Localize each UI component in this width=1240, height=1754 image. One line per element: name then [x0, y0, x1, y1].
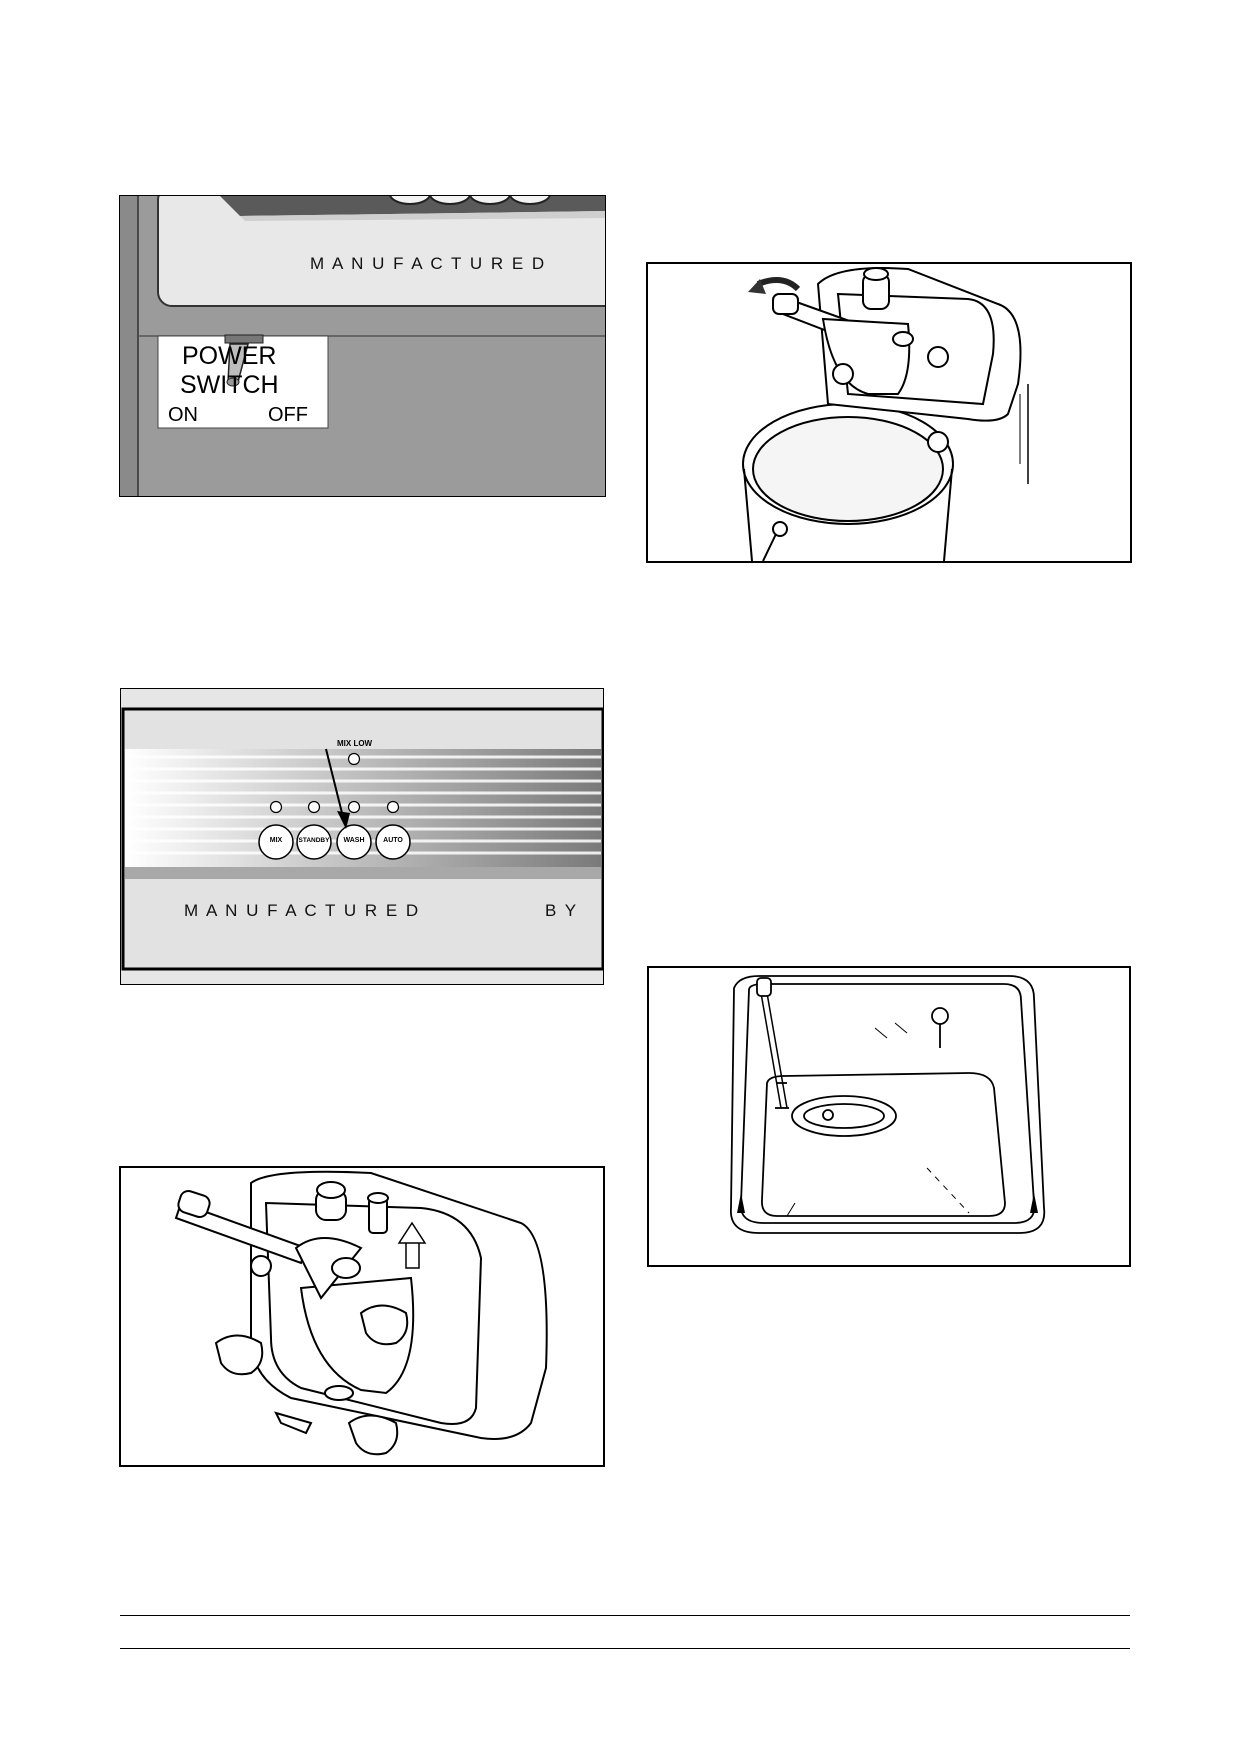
valve-rotate-illustration [742, 267, 1029, 561]
figure-control-panel: MIX LOW MIX STANDBY WASH AUTO M A N U F … [120, 688, 604, 985]
power-label-line2: SWITCH [180, 371, 279, 399]
wash-button[interactable]: WASH [343, 837, 365, 844]
footer-rule-bottom [120, 1648, 1130, 1649]
figure-sink [647, 966, 1131, 1267]
figure-valve-rotate [646, 262, 1132, 563]
standby-button[interactable]: STANDBY [298, 837, 330, 844]
control-panel-illustration [121, 689, 603, 984]
manufactured-text: M A N U F A C T U R E D [184, 901, 421, 920]
by-text: B Y [545, 901, 579, 920]
footer-rule-top [120, 1615, 1130, 1616]
manufactured-text: M A N U F A C T U R E D [310, 254, 547, 273]
mix-button[interactable]: MIX [269, 837, 283, 844]
figure-power-switch: M A N U F A C T U R E D POWER SWITCH ON … [119, 195, 606, 497]
figure-valve-lift [119, 1166, 605, 1467]
valve-lift-illustration [174, 1170, 548, 1456]
mix-low-label: MIX LOW [337, 739, 373, 748]
sink-illustration [730, 975, 1046, 1234]
power-switch-illustration [120, 196, 605, 496]
auto-button[interactable]: AUTO [383, 837, 403, 844]
switch-off-label: OFF [268, 404, 308, 426]
power-label-line1: POWER [182, 342, 277, 370]
switch-on-label: ON [168, 404, 198, 426]
